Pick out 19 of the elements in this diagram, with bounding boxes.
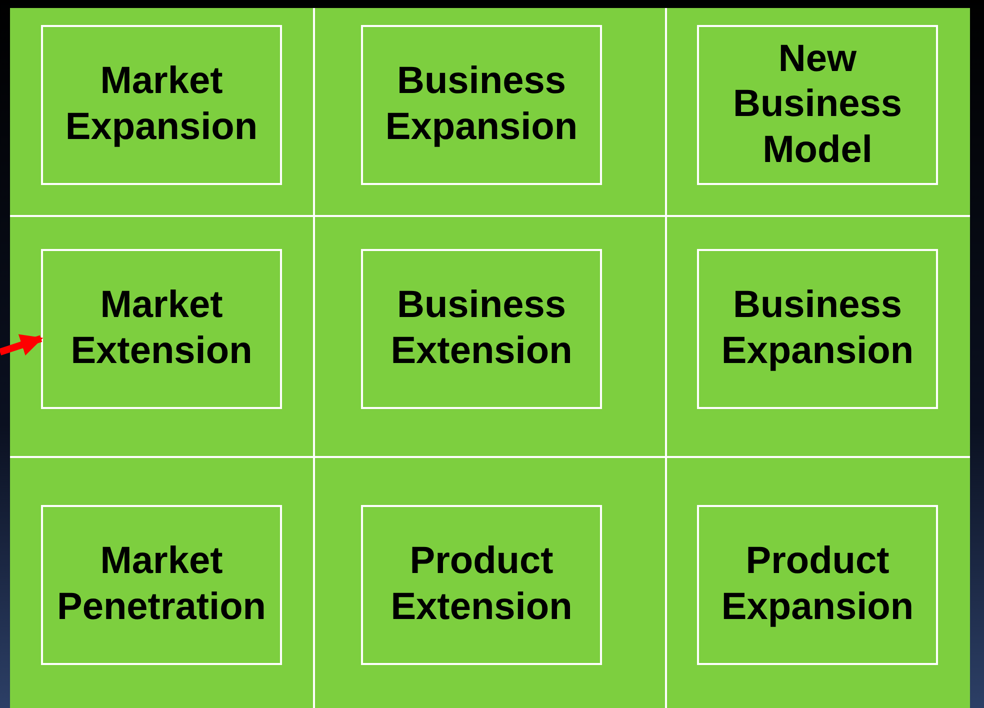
- strategy-box: [41, 25, 282, 185]
- strategy-box: [41, 505, 282, 665]
- strategy-box: [697, 249, 938, 409]
- strategy-label: Business Expansion: [720, 283, 915, 374]
- strategy-box: [361, 249, 602, 409]
- strategy-label: Product Extension: [390, 539, 574, 630]
- strategy-box: [361, 25, 602, 185]
- strategy-label: Market Expansion: [64, 59, 259, 150]
- strategy-box: [697, 25, 938, 185]
- arrow: [0, 334, 44, 356]
- strategy-box: [41, 249, 282, 409]
- strategy-box: [697, 505, 938, 665]
- strategy-label: Business Extension: [390, 283, 574, 374]
- strategy-label: Business Expansion: [384, 59, 579, 150]
- strategy-label: Market Extension: [70, 283, 254, 374]
- strategy-label: New Business Model: [732, 36, 903, 173]
- strategy-box: [361, 505, 602, 665]
- strategy-label: Market Penetration: [56, 539, 268, 630]
- strategy-label: Product Expansion: [720, 539, 915, 630]
